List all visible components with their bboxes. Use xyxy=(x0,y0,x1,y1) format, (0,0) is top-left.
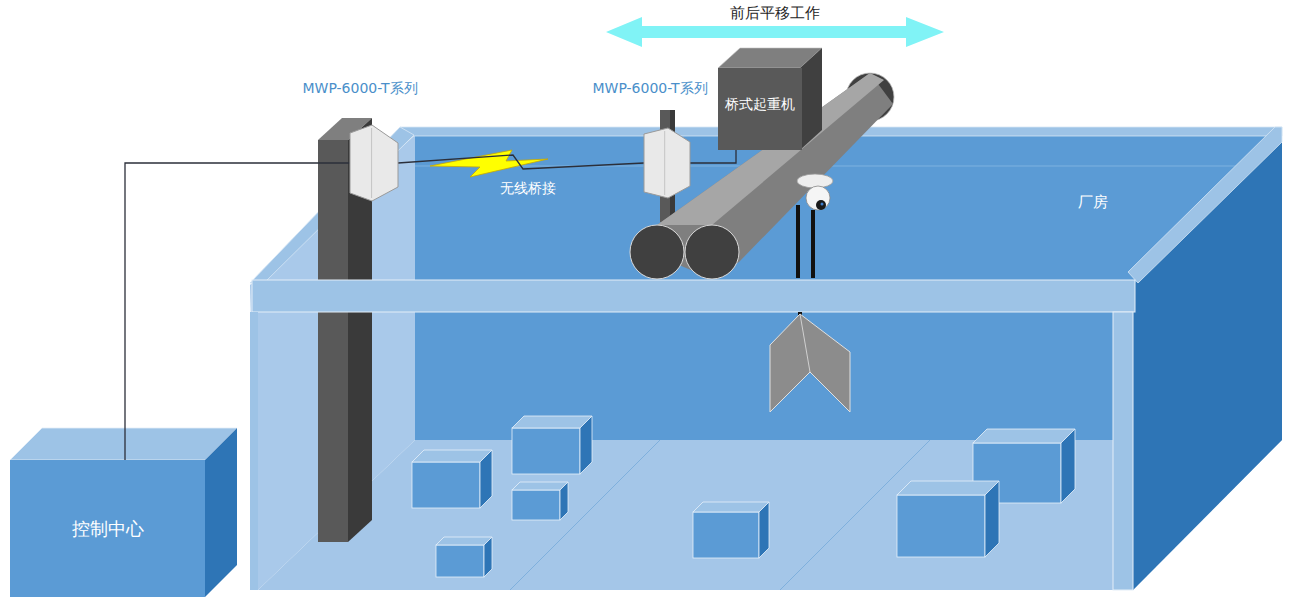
crate-side xyxy=(985,481,999,557)
crate-side xyxy=(580,416,592,474)
crate-front xyxy=(512,428,580,474)
crane-girders xyxy=(630,73,894,279)
camera-base xyxy=(797,174,833,188)
crate xyxy=(512,482,568,520)
crate-front xyxy=(512,490,560,520)
crate-top xyxy=(412,450,492,462)
right-rim xyxy=(1128,127,1282,283)
node-text: 控制中心 xyxy=(72,518,144,540)
crate-side xyxy=(560,482,568,520)
dome-camera xyxy=(797,174,833,210)
grab-hook-edge xyxy=(800,314,810,372)
crate-top xyxy=(973,429,1075,443)
crate-top xyxy=(897,481,999,495)
camera-dome xyxy=(806,186,830,210)
antenna-rim xyxy=(664,131,665,195)
control-center-top xyxy=(10,428,237,460)
crate xyxy=(436,537,492,577)
connector-line xyxy=(125,163,350,460)
crate-front xyxy=(436,545,484,577)
antenna-face xyxy=(350,125,398,201)
front-beam xyxy=(250,280,1135,590)
factory-area: 厂房 xyxy=(250,128,1282,590)
crate xyxy=(512,416,592,474)
device-label: MWP-6000-T系列 xyxy=(302,80,417,97)
wall-edge xyxy=(415,166,1265,167)
crate xyxy=(897,481,999,557)
trolley-side xyxy=(800,48,822,150)
crate-front xyxy=(897,495,985,557)
pole-front xyxy=(318,140,348,542)
control-center-side xyxy=(205,428,237,597)
motion-label: 前后平移工作 xyxy=(730,4,820,23)
antenna-unit: MWP-6000-T系列 xyxy=(350,125,398,201)
girder-end-front xyxy=(630,225,684,279)
control-center: 控制中心 xyxy=(10,460,205,597)
camera-glint xyxy=(821,203,824,206)
crate-side xyxy=(480,450,492,508)
node-text: 厂房 xyxy=(1078,193,1108,211)
camera-lens xyxy=(816,200,826,210)
crate-top xyxy=(436,537,492,545)
crate xyxy=(412,450,492,508)
connector-line xyxy=(690,150,736,163)
crate-side xyxy=(1061,429,1075,503)
crate-top xyxy=(693,502,769,512)
hoist-cable xyxy=(811,210,815,278)
crate-top xyxy=(512,482,568,490)
node-text: 桥式起重机 xyxy=(725,96,795,113)
front-pillar xyxy=(1113,312,1133,590)
antenna-face xyxy=(644,128,690,198)
crate-side xyxy=(484,537,492,577)
crate-front xyxy=(412,462,480,508)
edge-label: 无线桥接 xyxy=(497,180,559,198)
wireless-bolt xyxy=(430,150,548,177)
crane-trolley: 桥式起重机 xyxy=(718,68,802,150)
hoist-cable xyxy=(796,205,800,278)
crate-side xyxy=(759,502,769,558)
left-wall xyxy=(250,135,415,590)
connector-line xyxy=(398,155,644,169)
crate-top xyxy=(512,416,592,428)
left-pillar xyxy=(250,312,258,590)
grab-hook xyxy=(770,314,850,412)
beam-face xyxy=(252,280,1135,312)
crate-front xyxy=(693,512,759,558)
antenna-panel xyxy=(350,125,398,201)
antenna-unit: MWP-6000-T系列 xyxy=(644,128,690,198)
antenna-rim xyxy=(371,128,372,198)
device-label: MWP-6000-T系列 xyxy=(592,80,707,97)
girder-end-front xyxy=(685,225,739,279)
antenna-panel xyxy=(644,128,690,198)
crate xyxy=(693,502,769,558)
